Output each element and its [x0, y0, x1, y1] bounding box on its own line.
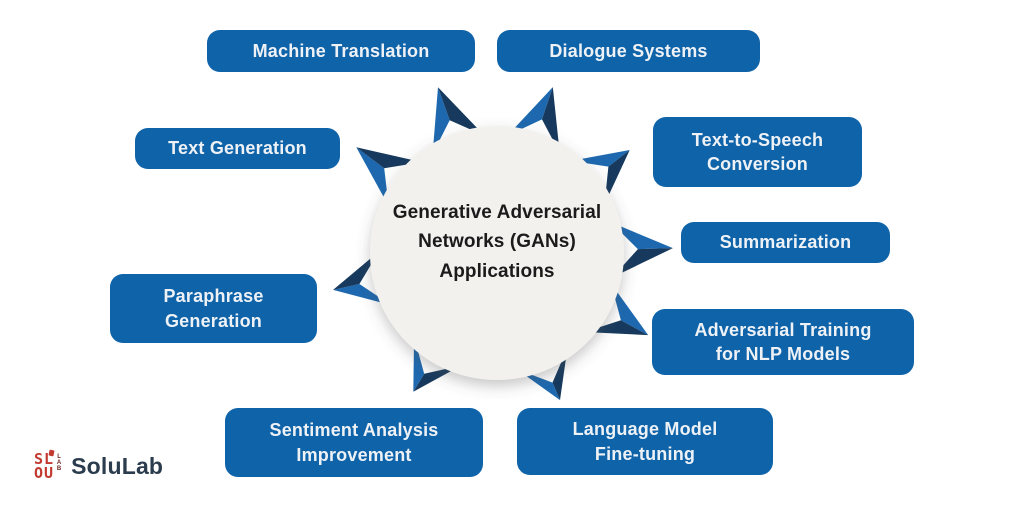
solulab-wordmark: SoluLab [71, 453, 164, 480]
app-box-text-generation: Text Generation [135, 128, 340, 169]
app-box-sentiment-analysis-improvement: Sentiment Analysis Improvement [225, 408, 483, 477]
diagram-title-line3: Applications [439, 260, 555, 282]
app-box-language-model-fine-tuning: Language Model Fine-tuning [517, 408, 773, 475]
diagram-title-line1: Generative Adversarial [392, 202, 602, 223]
central-circle [370, 126, 624, 380]
app-box-paraphrase-generation: Paraphrase Generation [110, 274, 317, 343]
solulab-logo-mark-icon: SL OU LAB [34, 449, 63, 482]
diagram-title-line2: Networks (GANs) [418, 231, 576, 253]
logo-mark-row2: OU [34, 463, 55, 482]
logo-mark-lab-text: LAB [56, 453, 63, 472]
app-box-adversarial-training-for-nlp-models: Adversarial Training for NLP Models [652, 309, 914, 375]
app-box-dialogue-systems: Dialogue Systems [497, 30, 760, 72]
app-box-text-to-speech-conversion: Text-to-Speech Conversion [653, 117, 862, 187]
logo-mark-row1: SL [34, 450, 55, 468]
app-box-machine-translation: Machine Translation [207, 30, 475, 72]
diagram-title: Generative Adversarial Networks (GANs) A… [367, 198, 627, 286]
app-box-summarization: Summarization [681, 222, 890, 263]
solulab-logo: SL OU LAB SoluLab [34, 449, 164, 482]
